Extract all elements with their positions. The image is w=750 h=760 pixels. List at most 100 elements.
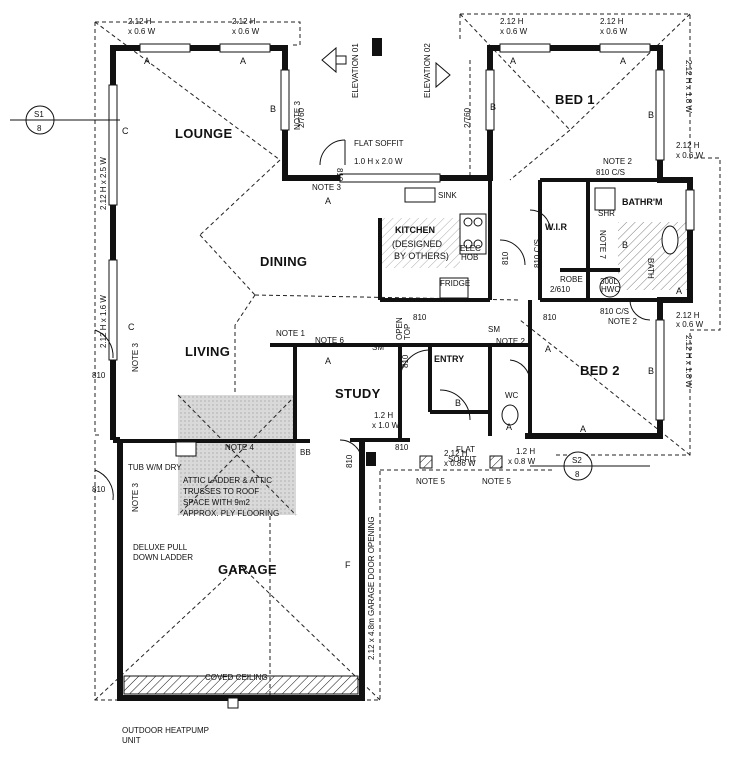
win-study-2: x 1.0 W	[372, 421, 400, 430]
wall-type-a-10: A	[506, 422, 512, 432]
win-bath-right-1: 2.12 H	[676, 141, 700, 150]
room-labels: LOUNGE DINING LIVING KITCHEN (DESIGNED B…	[175, 92, 662, 577]
note-1: NOTE 1	[276, 329, 305, 338]
win-left-mid: 2.12 H x 1.6 W	[99, 295, 108, 348]
room-bathroom: BATHR'M	[622, 197, 662, 207]
wall-type-b-3: B	[648, 110, 654, 120]
door-bed2-cs: 810 C/S	[600, 307, 629, 316]
label-hwc-1: 300L	[600, 277, 618, 286]
room-lounge: LOUNGE	[175, 126, 232, 141]
win-top-left-1: 2.12 H	[128, 17, 152, 26]
basin-fixture	[661, 225, 679, 255]
door-d9: 810	[395, 443, 409, 452]
wall-type-b-4: B	[648, 366, 654, 376]
label-hob: HOB	[461, 253, 478, 262]
win-wc-1: 1.2 H	[516, 447, 535, 456]
win-top-mid-1: 2.12 H	[232, 17, 256, 26]
door-robe: 2/610	[550, 285, 571, 294]
ladder-note-2: DOWN LADDER	[133, 553, 193, 562]
windows	[108, 43, 695, 421]
win-bed2-right: 2.12 H x 1.8 W	[684, 335, 693, 388]
door-labels: 810 810 810 810 810 810 810 810 810 810 …	[92, 107, 629, 494]
kitchen-note-2: BY OTHERS)	[394, 251, 449, 261]
label-elec: ELEC	[460, 244, 481, 253]
kitchen-bench-area	[380, 218, 460, 268]
attic-note-3: SPACE WITH 9m2	[183, 498, 251, 507]
elevation-01-marker	[372, 38, 382, 56]
win-top-left-2: x 0.6 W	[128, 27, 156, 36]
note-7: NOTE 7	[598, 230, 607, 259]
elevation-01-label: ELEVATION 01	[351, 43, 360, 98]
wall-type-f: F	[345, 560, 351, 570]
door-d8: 810	[345, 454, 354, 468]
room-study: STUDY	[335, 386, 381, 401]
label-fridge: FRIDGE	[440, 279, 470, 288]
note-2-robe: NOTE 2	[608, 317, 637, 326]
garage-door-label: 2.12 x 4.8m GARAGE DOOR OPENING	[367, 516, 376, 660]
win-entry-1: 2.12 H	[444, 449, 468, 458]
door-wir-cs: 810 C/S	[533, 239, 542, 268]
win-top-bed-l-2: x 0.6 W	[500, 27, 528, 36]
room-dining: DINING	[260, 254, 307, 269]
section-s1-label: S1	[34, 110, 44, 119]
coved-ceiling-strip	[123, 675, 359, 695]
open-top-2: TOP	[403, 324, 412, 340]
heatpump-unit	[227, 697, 239, 709]
room-bed2: BED 2	[580, 363, 620, 378]
fridge-fixture	[439, 277, 469, 299]
bb-label: BB	[300, 448, 311, 457]
win-top-bed-l-1: 2.12 H	[500, 17, 524, 26]
smoke-alarm-1: SM	[372, 343, 384, 352]
wall-type-a-5: A	[620, 56, 626, 66]
door-swings	[94, 139, 651, 501]
win-dining: 1.0 H x 2.0 W	[354, 157, 403, 166]
label-shower: SHR	[598, 209, 615, 218]
fixture-labels: SINK ELEC HOB FRIDGE TUB W/M DRY 300L HW…	[128, 191, 655, 472]
note-5-left: NOTE 5	[416, 477, 445, 486]
attic-note-4: APPROX. PLY FLOORING	[183, 509, 279, 518]
wc-fixture	[501, 404, 519, 426]
wall-type-a-4: A	[510, 56, 516, 66]
wall-type-c-2: C	[128, 322, 135, 332]
win-left-upper: 2.12 H x 2.5 W	[99, 157, 108, 210]
win-bath-right-2: x 0.6 W	[676, 151, 704, 160]
wall-type-b-5: B	[455, 398, 461, 408]
door-d3: 810	[92, 485, 106, 494]
attic-note-2: TRUSSES TO ROOF	[183, 487, 259, 496]
win-top-mid-2: x 0.6 W	[232, 27, 260, 36]
note-2-entry: NOTE 2	[496, 337, 525, 346]
coved-ceiling-label: COVED CEILING	[205, 673, 268, 682]
hwc-fixture	[599, 276, 621, 298]
wall-type-a-8: A	[545, 344, 551, 354]
note-6: NOTE 6	[315, 336, 344, 345]
win-entry-2: x 0.86 W	[444, 459, 476, 468]
wall-type-a-3: A	[325, 196, 331, 206]
room-living: LIVING	[185, 344, 230, 359]
toilet-fixture	[594, 187, 616, 211]
win-bed2-right-top-1: 2.12 H	[676, 311, 700, 320]
wall-type-a-6: A	[676, 286, 682, 296]
wall-type-a-7: A	[580, 424, 586, 434]
roof-outline	[94, 13, 721, 701]
win-study-1: 1.2 H	[374, 411, 393, 420]
kitchen-note-1: (DESIGNED	[392, 239, 443, 249]
wall-type-b-1: B	[270, 104, 276, 114]
room-wc: WC	[505, 391, 519, 400]
post-left	[419, 455, 433, 469]
elevation-01-arrow	[321, 46, 337, 74]
room-kitchen: KITCHEN	[395, 225, 435, 235]
wall-type-b-6: B	[622, 240, 628, 250]
room-bed1: BED 1	[555, 92, 595, 107]
smoke-alarm-2: SM	[488, 325, 500, 334]
room-robe: ROBE	[560, 275, 583, 284]
flat-soffit-2a: FLAT	[456, 445, 475, 454]
wall-type-b-2: B	[490, 102, 496, 112]
note-3-garage: NOTE 3	[131, 483, 140, 512]
label-bath: BATH	[646, 258, 655, 279]
garage-post	[366, 452, 376, 466]
wall-type-a-2: A	[240, 56, 246, 66]
note-5-right: NOTE 5	[482, 477, 511, 486]
open-top-1: OPEN	[395, 317, 404, 340]
door-bath-cs: 810 C/S	[596, 168, 625, 177]
